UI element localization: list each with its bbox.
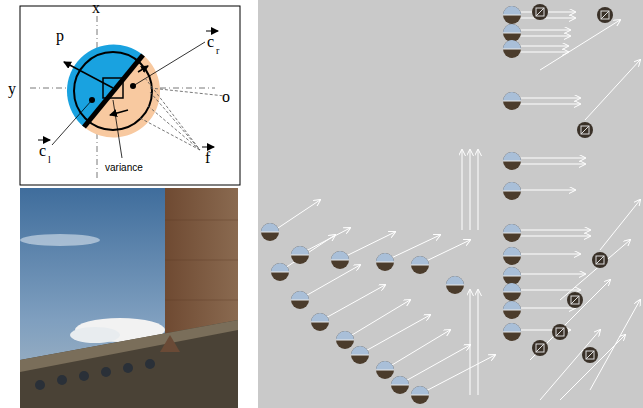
schematic [20, 6, 240, 185]
feature-panel [258, 0, 643, 408]
subscript: l [48, 155, 51, 165]
axis-label: o [222, 89, 230, 105]
axis-label: y [8, 81, 16, 97]
annotation: variance [105, 163, 143, 173]
photo [20, 188, 238, 408]
axis-label: x [92, 0, 100, 16]
vector-label: p [56, 28, 64, 44]
vector-label: f [205, 150, 210, 166]
vector-label: c [39, 143, 46, 159]
subscript: r [216, 46, 219, 56]
vector-label: c [207, 34, 214, 50]
